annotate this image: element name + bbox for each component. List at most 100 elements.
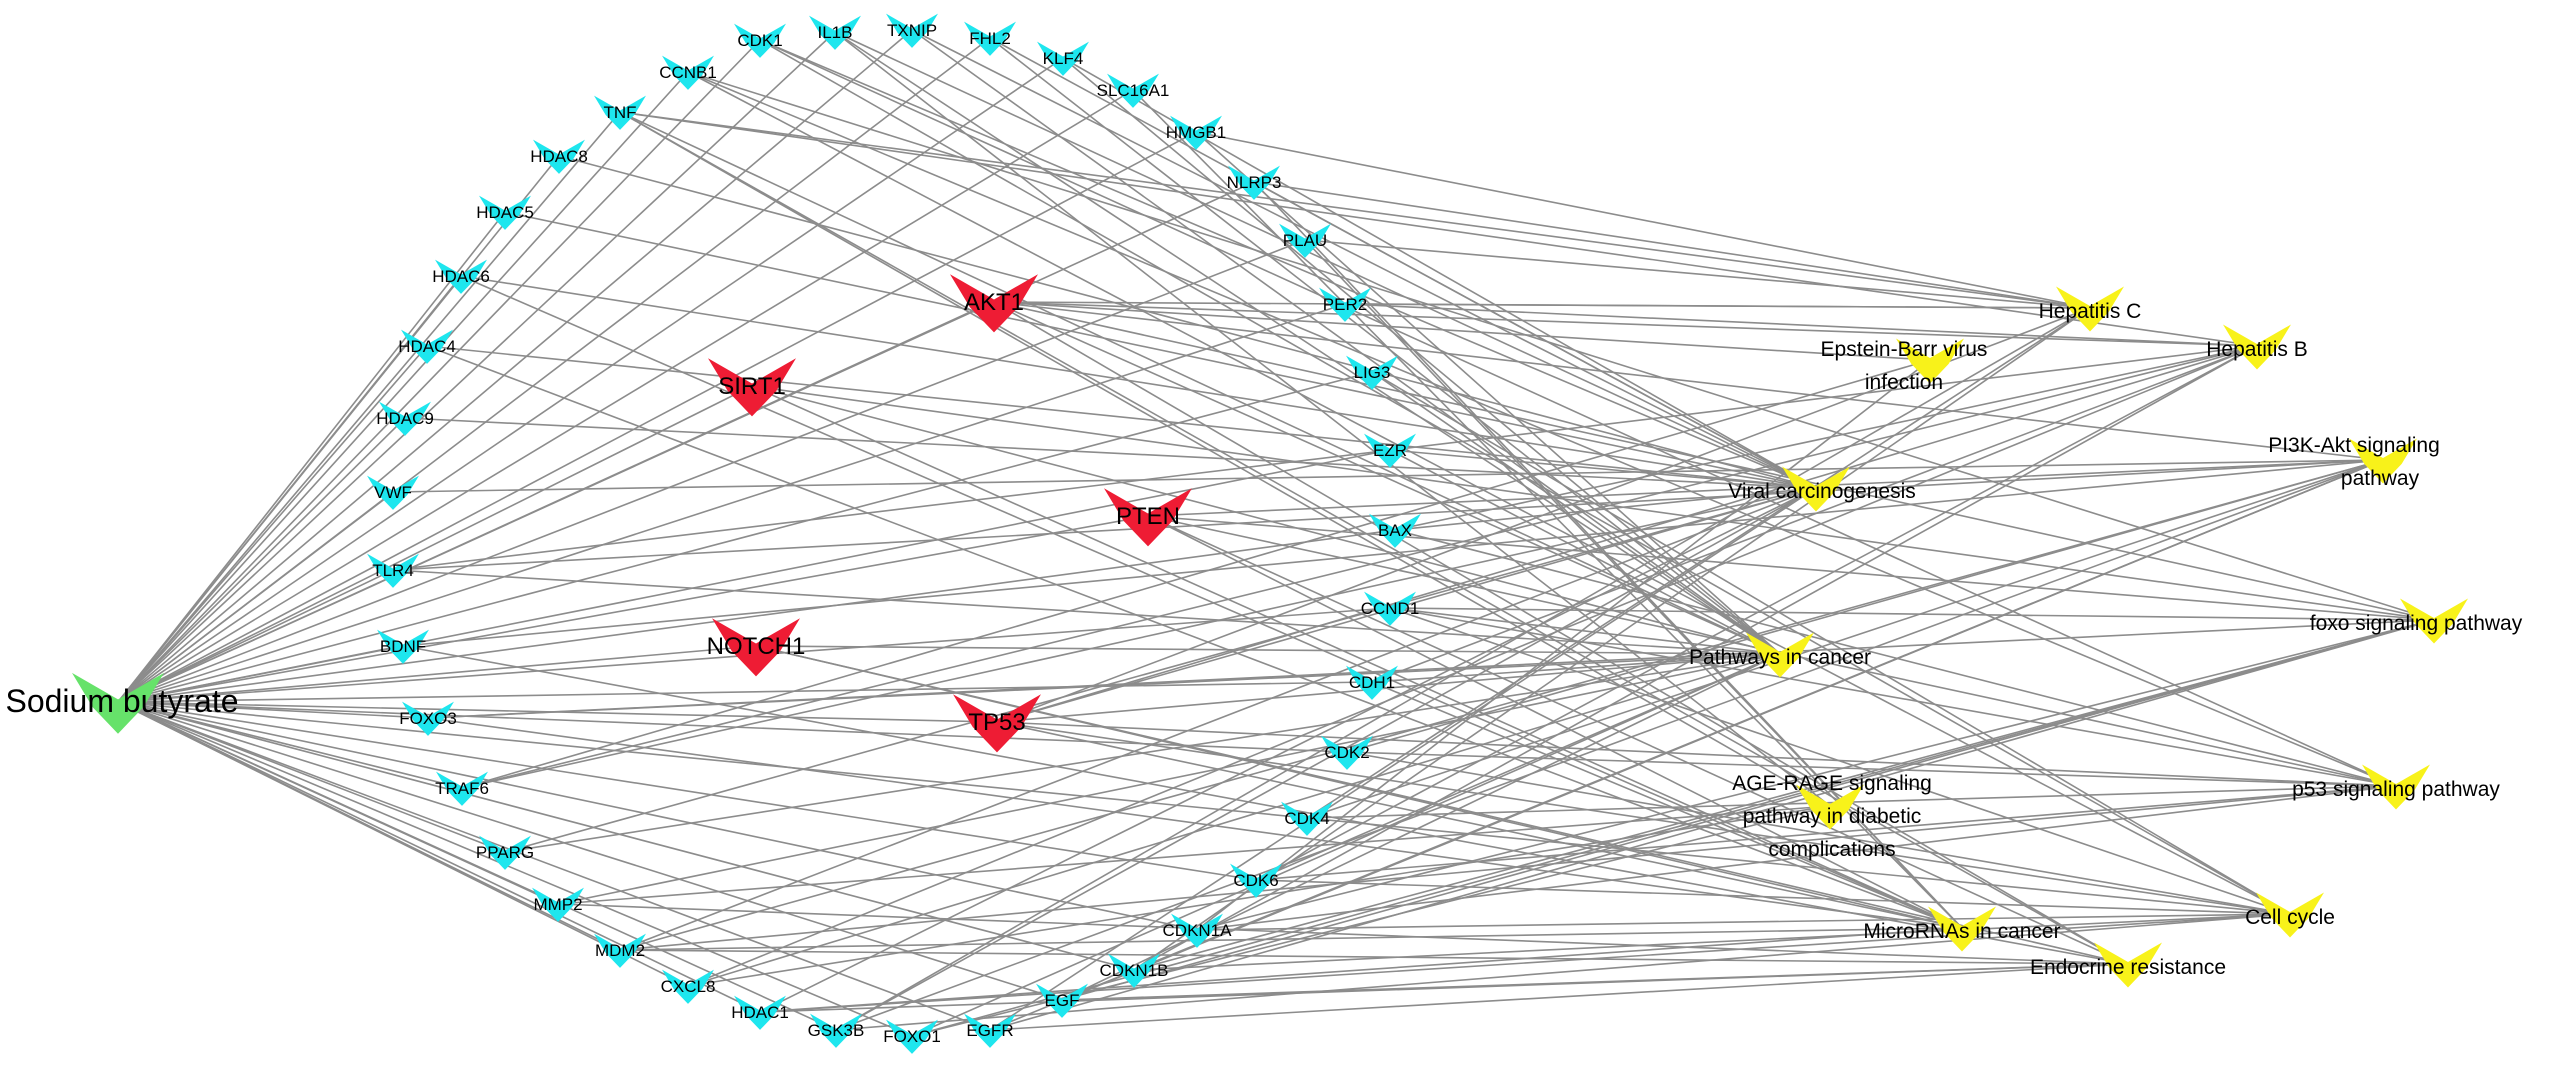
edge-egf-pic [1061, 653, 1781, 1001]
node-pathway-cell[interactable]: Cell cycle [2245, 892, 2335, 938]
edge-mdm2-endo [619, 949, 2129, 965]
node-core-sirt1[interactable]: SIRT1 [708, 358, 796, 417]
node-target-label: TLR4 [372, 561, 414, 580]
node-target-egf[interactable]: EGF [1036, 983, 1088, 1018]
node-target-per2[interactable]: PER2 [1319, 287, 1371, 322]
node-pathway-hepb[interactable]: Hepatitis B [2206, 324, 2308, 370]
edge-tp53-mir [996, 721, 1963, 929]
node-target-mmp2[interactable]: MMP2 [532, 887, 584, 922]
node-pathway-label: Endocrine resistance [2030, 956, 2226, 979]
node-target-traf6[interactable]: TRAF6 [435, 771, 489, 806]
node-target-pparg[interactable]: PPARG [476, 835, 534, 870]
node-target-cdkn1a[interactable]: CDKN1A [1163, 913, 1233, 948]
edge-mmp2-endo [557, 903, 2129, 965]
node-pathway-label: Hepatitis C [2039, 300, 2142, 323]
edge-cdk1-viral [759, 39, 1817, 489]
edge-hdac6-viral [460, 275, 1817, 489]
edge-tnf-endo [619, 111, 2129, 965]
edge-il1b-pic [834, 31, 1781, 655]
node-pathway-pic[interactable]: Pathways in cancer [1689, 632, 1871, 678]
node-target-mdm2[interactable]: MDM2 [594, 933, 646, 968]
node-target-cdh1[interactable]: CDH1 [1346, 665, 1398, 700]
node-target-cdk6[interactable]: CDK6 [1230, 863, 1282, 898]
node-target-cdkn1b[interactable]: CDKN1B [1100, 953, 1169, 988]
node-target-plau-marker [1279, 223, 1331, 258]
node-target-label: PLAU [1283, 231, 1327, 250]
node-target-klf4[interactable]: KLF4 [1037, 41, 1089, 76]
node-target-hdac6[interactable]: HDAC6 [432, 259, 490, 294]
node-target-ccnb1[interactable]: CCNB1 [659, 55, 717, 90]
node-drug-label: Sodium butyrate [5, 683, 238, 719]
node-target-tnf[interactable]: TNF [594, 95, 646, 130]
node-pathway-label: Cell cycle [2245, 906, 2335, 929]
node-target-foxo3[interactable]: FOXO3 [399, 701, 457, 736]
pathway-label-line: foxo signaling pathway [2310, 612, 2523, 635]
node-target-slc16a1[interactable]: SLC16A1 [1097, 73, 1170, 108]
node-target-hdac5[interactable]: HDAC5 [476, 195, 534, 230]
node-target-hdac1[interactable]: HDAC1 [731, 995, 789, 1030]
node-pathway-hepc[interactable]: Hepatitis C [2039, 286, 2142, 332]
node-target-cxcl8[interactable]: CXCL8 [661, 969, 716, 1004]
node-target-label: GSK3B [808, 1021, 865, 1040]
edge-drug-il1b [117, 31, 836, 703]
node-target-hdac9[interactable]: HDAC9 [376, 401, 434, 436]
pathway-label-line: PI3K-Akt signaling [2268, 434, 2440, 457]
node-core-akt1[interactable]: AKT1 [950, 274, 1038, 333]
node-pathway-endo[interactable]: Endocrine resistance [2030, 942, 2226, 988]
node-target-gsk3b[interactable]: GSK3B [808, 1013, 865, 1048]
node-target-bdnf[interactable]: BDNF [377, 629, 429, 664]
node-target-egfr[interactable]: EGFR [964, 1013, 1016, 1048]
edge-cdk6-cell [1255, 879, 2291, 915]
pathway-label-line: Endocrine resistance [2030, 956, 2226, 979]
node-target-cdk4[interactable]: CDK4 [1281, 801, 1333, 836]
node-target-txnip[interactable]: TXNIP [886, 13, 938, 48]
node-target-lig3[interactable]: LIG3 [1346, 355, 1398, 390]
node-target-fhl2[interactable]: FHL2 [964, 21, 1016, 56]
node-pathway-ebv-marker [1896, 338, 1964, 384]
node-target-hmgb1[interactable]: HMGB1 [1166, 115, 1226, 150]
node-pathway-viral[interactable]: Viral carcinogenesis [1728, 466, 1916, 512]
node-core-pten[interactable]: PTEN [1104, 488, 1192, 547]
node-target-hdac8[interactable]: HDAC8 [530, 139, 588, 174]
node-core-label: SIRT1 [718, 373, 786, 400]
edge-cdkn1b-hepc [1133, 307, 2091, 971]
node-pathway-mir[interactable]: MicroRNAs in cancer [1863, 906, 2061, 952]
node-target-il1b[interactable]: IL1B [809, 15, 861, 50]
node-target-cdk1[interactable]: CDK1 [734, 23, 786, 58]
edge-cxcl8-hepb [687, 345, 2258, 987]
node-target-label: BDNF [380, 637, 426, 656]
pathway-label-line: Viral carcinogenesis [1728, 480, 1916, 503]
node-target-nlrp3[interactable]: NLRP3 [1227, 165, 1282, 200]
node-target-tlr4[interactable]: TLR4 [367, 553, 419, 588]
node-target-cdk2[interactable]: CDK2 [1321, 735, 1373, 770]
node-target-plau[interactable]: PLAU [1279, 223, 1331, 258]
node-target-vwf[interactable]: VWF [367, 475, 419, 510]
node-target-ccnd1[interactable]: CCND1 [1361, 591, 1420, 626]
edge-drug-pten [117, 515, 1149, 703]
edge-akt1-hepc [993, 301, 2091, 309]
node-pathway-label: Viral carcinogenesis [1728, 480, 1916, 503]
node-target-label: NLRP3 [1227, 173, 1282, 192]
node-core-tp53[interactable]: TP53 [953, 694, 1041, 753]
node-target-ezr[interactable]: EZR [1364, 433, 1416, 468]
edge-ccnb1-cell [687, 71, 2291, 915]
node-core-pten-marker [1104, 488, 1192, 547]
node-pathway-foxo[interactable]: foxo signaling pathway [2310, 598, 2523, 644]
node-target-hdac4[interactable]: HDAC4 [398, 329, 456, 364]
node-drug[interactable]: Sodium butyrate [5, 672, 239, 734]
node-core-notch1[interactable]: NOTCH1 [707, 618, 806, 677]
edge-hdac9-viral [404, 417, 1817, 489]
node-target-bax[interactable]: BAX [1369, 513, 1421, 548]
node-drug-marker [72, 672, 164, 734]
edge-akt1-foxo [993, 301, 2435, 621]
node-target-foxo1[interactable]: FOXO1 [883, 1019, 941, 1054]
edge-hdac4-mir [426, 345, 1963, 929]
edge-tp53-hepc [996, 307, 2091, 723]
edge-plau-hepc [1304, 239, 2091, 309]
node-pathway-p53[interactable]: p53 signaling pathway [2292, 764, 2500, 810]
